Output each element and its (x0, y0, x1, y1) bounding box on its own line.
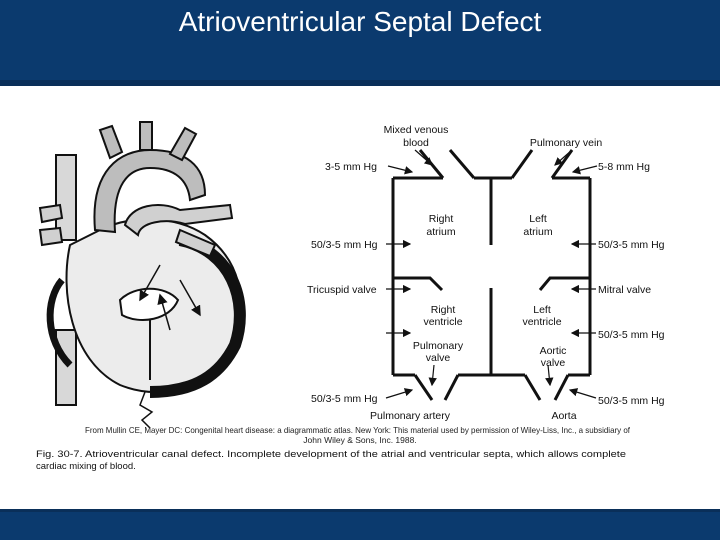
label-right-atrium-2: atrium (426, 226, 455, 238)
label-pulmonary-artery: Pulmonary artery (370, 410, 451, 422)
label-aortic-valve-2: valve (541, 357, 566, 369)
label-pressure-left-atrium: 50/3-5 mm Hg (598, 239, 665, 251)
label-tricuspid-valve: Tricuspid valve (307, 284, 377, 296)
slide-title: Atrioventricular Septal Defect (178, 6, 542, 37)
label-pressure-bottom-left: 50/3-5 mm Hg (311, 393, 378, 405)
label-left-atrium-2: atrium (523, 226, 552, 238)
label-pressure-top-left: 3-5 mm Hg (325, 161, 377, 173)
figure-source-line-1: From Mullin CE, Mayer DC: Congenital hea… (85, 425, 631, 435)
label-pressure-bottom-right: 50/3-5 mm Hg (598, 395, 665, 407)
label-pressure-left-ventricle: 50/3-5 mm Hg (598, 329, 665, 341)
figure-caption-line-2: cardiac mixing of blood. (36, 461, 136, 472)
label-pulmonary-vein: Pulmonary vein (530, 137, 603, 149)
slide-header (0, 0, 720, 80)
slide-footer (0, 512, 720, 540)
label-right-ventricle: Right (431, 304, 456, 316)
schematic-heart (391, 149, 592, 401)
diagram-labels: Mixed venous blood Pulmonary vein 3-5 mm… (307, 124, 665, 422)
flow-arrows (385, 149, 598, 399)
label-mitral-valve: Mitral valve (598, 284, 651, 296)
label-pulmonary-valve: Pulmonary (413, 340, 464, 352)
label-left-ventricle-2: ventricle (522, 316, 561, 328)
label-right-ventricle-2: ventricle (423, 316, 462, 328)
label-pressure-right-atrium: 50/3-5 mm Hg (311, 239, 378, 251)
label-mixed-venous: Mixed venous (384, 124, 449, 136)
label-right-atrium: Right (429, 213, 454, 225)
label-pressure-top-right: 5-8 mm Hg (598, 161, 650, 173)
label-left-atrium: Left (529, 213, 547, 225)
heart-illustration (38, 121, 246, 429)
label-aortic-valve: Aortic (540, 345, 567, 357)
label-pulmonary-valve-2: valve (426, 352, 451, 364)
label-mixed-venous-blood: blood (403, 137, 429, 149)
figure-caption-line-1: Fig. 30-7. Atrioventricular canal defect… (36, 449, 626, 460)
label-left-ventricle: Left (533, 304, 551, 316)
figure-source-line-2: John Wiley & Sons, Inc. 1988. (303, 435, 416, 445)
footer-divider (0, 509, 720, 512)
header-divider (0, 80, 720, 86)
label-aorta: Aorta (551, 410, 576, 422)
